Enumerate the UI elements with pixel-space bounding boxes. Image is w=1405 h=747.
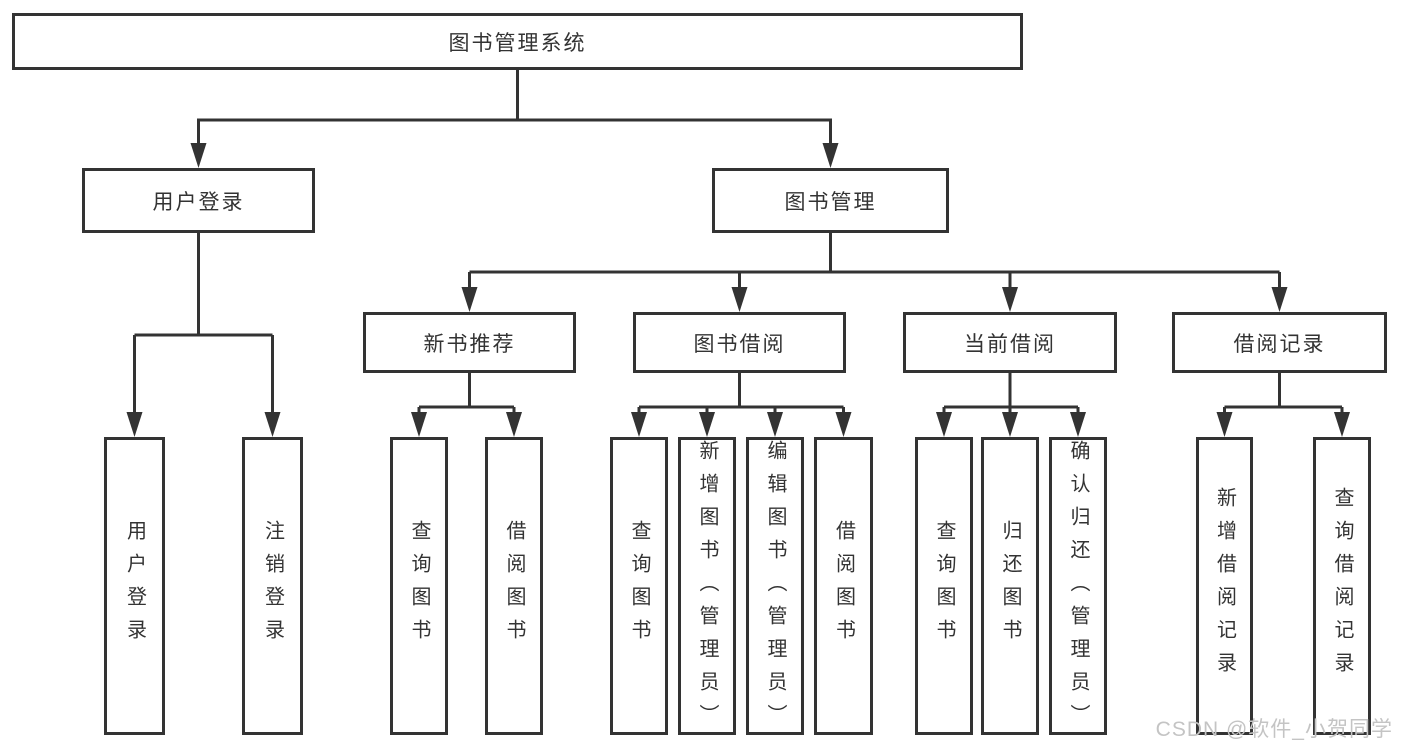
leaf-add-borrow-record: 新增借阅记录 — [1196, 437, 1253, 735]
leaf-edit-books-admin: 编辑图书（管理员） — [746, 437, 804, 737]
arrowhead-icon — [822, 143, 839, 168]
arrowhead-icon — [767, 412, 783, 437]
connector-root — [197, 70, 832, 146]
arrowhead-icon — [1216, 412, 1233, 437]
leaf-borrow-books-1: 借阅图书 — [485, 437, 543, 735]
connector-user-login — [133, 233, 274, 414]
connector-borrowing-records — [1223, 373, 1344, 414]
arrowhead-icon — [190, 143, 207, 168]
leaf-return-books: 归还图书 — [981, 437, 1039, 735]
arrowhead-icon — [731, 287, 748, 312]
leaf-user-login: 用户登录 — [104, 437, 165, 735]
leaf-query-borrow-record: 查询借阅记录 — [1313, 437, 1371, 735]
connector-book-borrowing — [637, 373, 845, 414]
leaf-query-books-3: 查询图书 — [915, 437, 973, 735]
arrowhead-icon — [506, 412, 522, 437]
arrowhead-icon — [1002, 412, 1018, 437]
node-new-book-recommend: 新书推荐 — [363, 312, 576, 373]
arrowhead-icon — [411, 412, 427, 437]
watermark: CSDN @软件_小贺同学 — [1155, 718, 1393, 741]
arrowhead-icon — [1070, 412, 1086, 437]
connector-current-borrowing — [942, 373, 1080, 414]
leaf-borrow-books-2: 借阅图书 — [814, 437, 873, 735]
node-borrowing-records: 借阅记录 — [1172, 312, 1387, 373]
leaf-confirm-return-admin: 确认归还（管理员） — [1049, 437, 1107, 737]
arrowhead-icon — [1002, 287, 1018, 312]
arrowhead-icon — [126, 412, 143, 437]
arrowhead-icon — [1271, 287, 1288, 312]
leaf-add-books-admin: 新增图书（管理员） — [678, 437, 736, 737]
node-book-management: 图书管理 — [712, 168, 949, 233]
node-book-borrowing: 图书借阅 — [633, 312, 846, 373]
leaf-query-books-2: 查询图书 — [610, 437, 668, 735]
node-current-borrowing: 当前借阅 — [903, 312, 1117, 373]
connector-book-management — [468, 233, 1281, 290]
arrowhead-icon — [699, 412, 715, 437]
arrowhead-icon — [461, 287, 478, 312]
arrowhead-icon — [264, 412, 281, 437]
connector-new-book-recommend — [417, 373, 516, 414]
arrowhead-icon — [1334, 412, 1350, 437]
leaf-query-books-1: 查询图书 — [390, 437, 448, 735]
node-user-login: 用户登录 — [82, 168, 315, 233]
arrowhead-icon — [936, 412, 952, 437]
arrowhead-icon — [631, 412, 647, 437]
leaf-logout-login: 注销登录 — [242, 437, 303, 735]
arrowhead-icon — [835, 412, 852, 437]
node-root: 图书管理系统 — [12, 13, 1023, 70]
